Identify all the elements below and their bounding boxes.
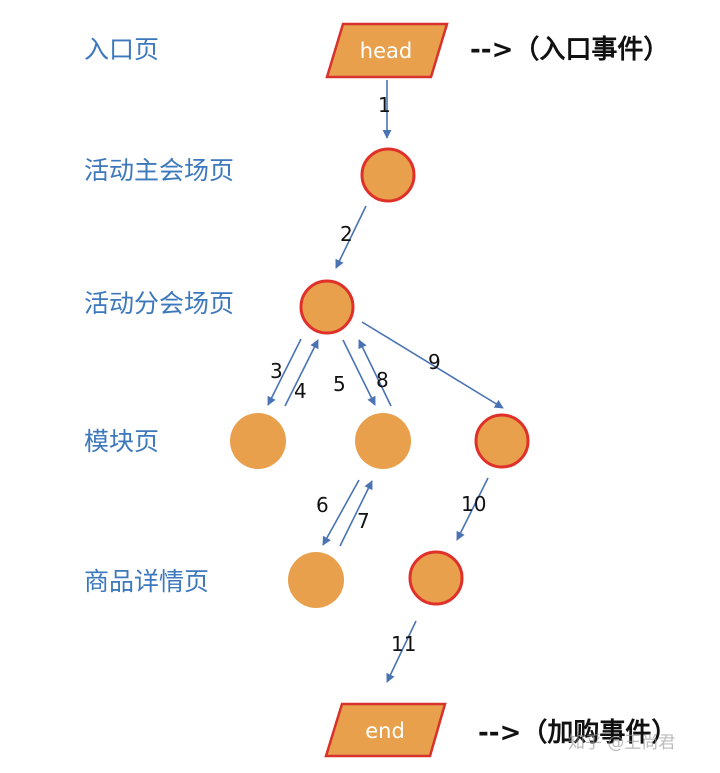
edge-label-5: 5 xyxy=(333,372,346,396)
module-node-left xyxy=(230,413,286,469)
edge-label-6: 6 xyxy=(316,493,329,517)
edge-4-arrow xyxy=(284,339,319,407)
module-node-middle xyxy=(355,413,411,469)
edge-8-arrow xyxy=(358,339,392,407)
edge-9-arrow xyxy=(361,321,504,409)
end-label: end xyxy=(365,719,405,743)
product-detail-node-left xyxy=(288,552,344,608)
edge-label-2: 2 xyxy=(340,222,353,246)
edge-label-1: 1 xyxy=(378,93,391,117)
edge-6-arrow xyxy=(322,479,360,546)
edge-11-arrow xyxy=(386,620,417,683)
edge-label-8: 8 xyxy=(376,368,389,392)
nodes xyxy=(230,147,530,608)
level-label-main-venue: 活动主会场页 xyxy=(84,156,235,185)
product-detail-node-right xyxy=(408,550,464,606)
level-label-module: 模块页 xyxy=(84,427,160,456)
watermark: 知乎 @王尚君 xyxy=(568,733,676,753)
edge-label-3: 3 xyxy=(270,359,283,383)
entry-event-label: -->（入口事件） xyxy=(470,35,670,65)
edge-label-11: 11 xyxy=(391,632,416,656)
edge-label-9: 9 xyxy=(428,350,441,374)
edge-2-arrow xyxy=(335,205,367,269)
edge-labels: 1 2 3 4 5 8 9 6 7 10 11 xyxy=(270,93,486,656)
end-terminal: end xyxy=(324,702,447,758)
edge-label-4: 4 xyxy=(294,379,307,403)
edge-5-arrow xyxy=(342,339,376,406)
edge-10-arrow xyxy=(456,477,489,541)
edge-label-7: 7 xyxy=(357,509,370,533)
level-label-sub-venue: 活动分会场页 xyxy=(84,289,235,318)
level-label-entry: 入口页 xyxy=(84,35,160,64)
edge-7-arrow xyxy=(339,480,373,547)
head-label: head xyxy=(360,39,412,63)
edges xyxy=(267,80,504,683)
edge-label-10: 10 xyxy=(461,492,486,516)
main-venue-node xyxy=(360,147,416,203)
add-to-cart-event-label: -->（加购事件） xyxy=(478,718,678,748)
end-parallelogram xyxy=(324,702,447,758)
head-terminal: head xyxy=(325,22,449,79)
head-parallelogram xyxy=(325,22,449,79)
edge-3-arrow xyxy=(267,338,302,406)
sub-venue-node xyxy=(299,279,355,335)
module-node-right xyxy=(474,413,530,469)
level-label-product-detail: 商品详情页 xyxy=(84,567,210,596)
